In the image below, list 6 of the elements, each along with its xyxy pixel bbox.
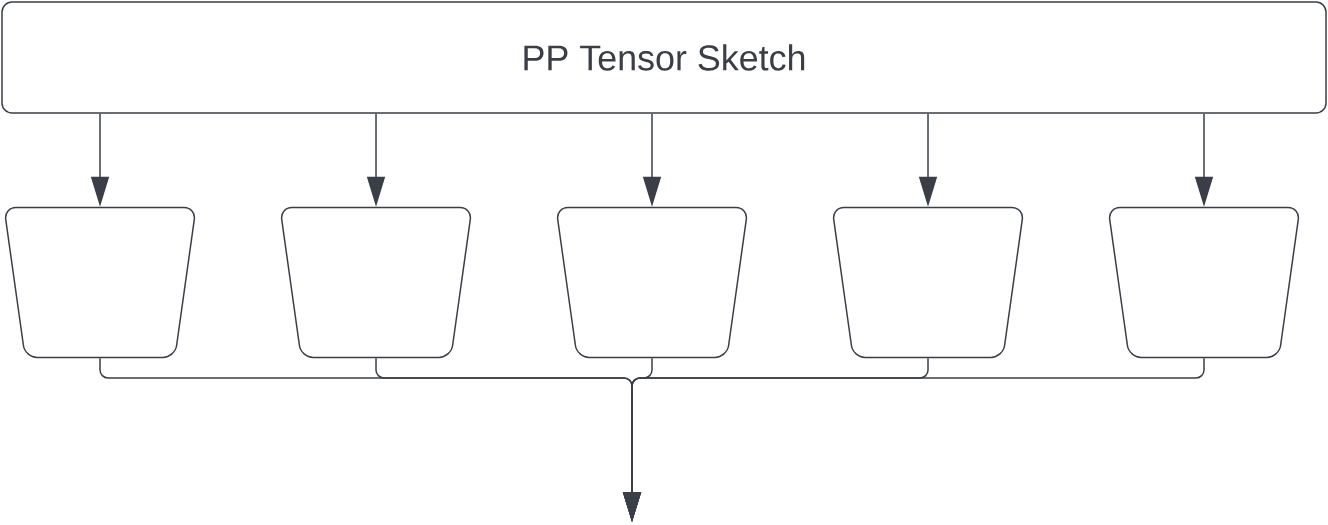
trapezoid-shape <box>556 206 748 359</box>
trapezoid-shape <box>4 206 196 359</box>
title-box: PP Tensor Sketch <box>1 1 1327 114</box>
trapezoid-shape <box>1108 206 1300 359</box>
trapezoid-shape <box>280 206 472 359</box>
trapezoid-shape <box>832 206 1024 359</box>
